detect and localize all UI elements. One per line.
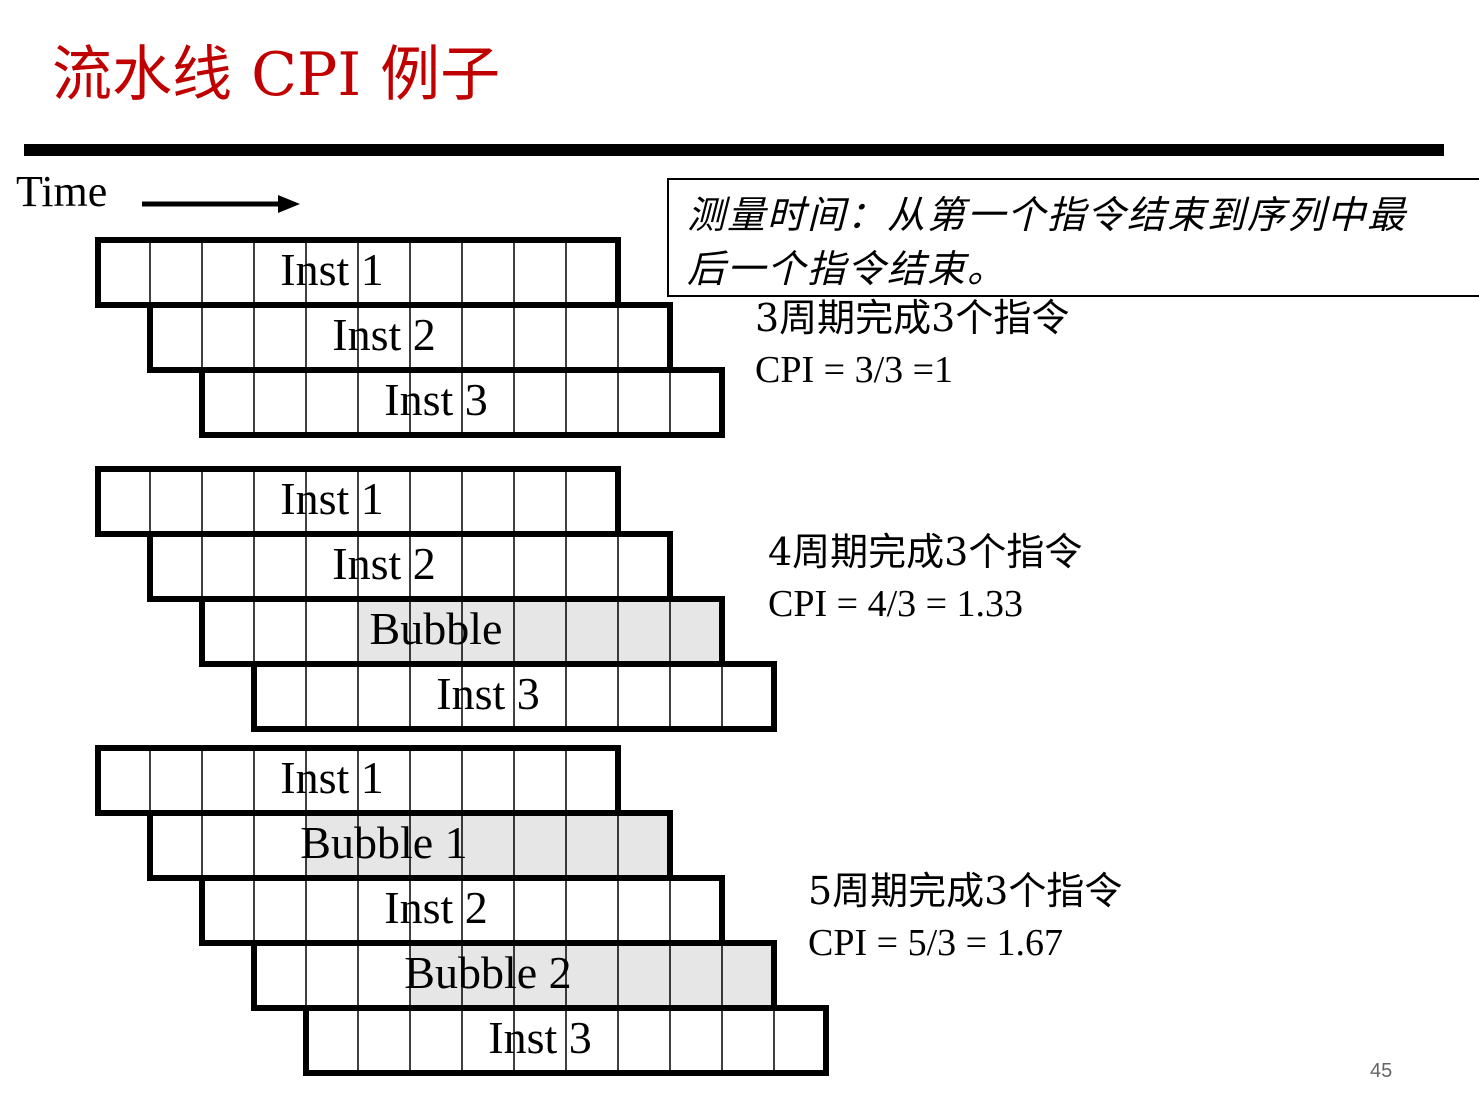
note-line-1: 测量时间：从第一个指令结束到序列中最 — [687, 193, 1408, 237]
row-label: Inst 1 — [280, 473, 384, 524]
cycles-text-2: 4周期完成3个指令 — [768, 530, 1083, 574]
instruction-row: Inst 3 — [303, 1005, 829, 1076]
bubble-row: Bubble 2 — [251, 940, 777, 1011]
row-label: Inst 3 — [436, 668, 540, 719]
cpi-formula-2: CPI = 4/3 = 1.33 — [768, 583, 1024, 625]
row-label: Inst 2 — [332, 309, 436, 360]
time-axis-label: Time — [16, 167, 108, 216]
instruction-row: Inst 1 — [95, 237, 621, 308]
bubble-row: Bubble 1 — [147, 810, 673, 881]
instruction-row: Inst 3 — [251, 661, 777, 732]
instruction-row: Inst 2 — [147, 531, 673, 602]
slide-title: 流水线 CPI 例子 — [52, 40, 501, 110]
instruction-row: Inst 2 — [147, 302, 673, 373]
row-label: Bubble — [370, 603, 503, 654]
cpi-summary-3: 5周期完成3个指令 CPI = 5/3 = 1.67 — [808, 865, 1122, 969]
page-number: 45 — [1370, 1060, 1393, 1082]
cpi-formula-1: CPI = 3/3 =1 — [755, 349, 954, 391]
row-border — [199, 367, 725, 438]
row-label: Inst 2 — [332, 538, 436, 589]
row-border — [303, 1005, 829, 1076]
time-arrow-icon — [142, 195, 300, 213]
bubble-row: Bubble — [199, 596, 725, 667]
instruction-row: Inst 1 — [95, 466, 621, 537]
cycles-text-1: 3周期完成3个指令 — [755, 296, 1070, 340]
row-label: Bubble 2 — [404, 947, 571, 998]
instruction-row: Inst 3 — [199, 367, 725, 438]
row-label: Inst 1 — [280, 752, 384, 803]
instruction-row: Inst 1 — [95, 745, 621, 816]
cpi-formula-3: CPI = 5/3 = 1.67 — [808, 922, 1064, 964]
row-label: Inst 1 — [280, 244, 384, 295]
row-label: Inst 2 — [384, 882, 488, 933]
note-line-2: 后一个指令结束。 — [687, 247, 1008, 291]
pipeline-block-3: Inst 1 Bubble 1 Inst 2 Bubble 2 Inst 3 — [95, 745, 829, 1076]
cpi-summary-2: 4周期完成3个指令 CPI = 4/3 = 1.33 — [768, 526, 1082, 630]
bubble-shading — [306, 813, 670, 878]
row-border — [251, 661, 777, 732]
cpi-summary-1: 3周期完成3个指令 CPI = 3/3 =1 — [755, 292, 1069, 396]
title-divider — [24, 144, 1444, 156]
cycles-text-3: 5周期完成3个指令 — [808, 869, 1123, 913]
row-label: Inst 3 — [384, 374, 488, 425]
pipeline-block-1: Inst 1 Inst 2 Inst 3 — [95, 237, 725, 438]
row-label: Inst 3 — [488, 1012, 592, 1063]
measurement-note: 测量时间：从第一个指令结束到序列中最 后一个指令结束。 — [667, 178, 1479, 297]
bubble-shading — [410, 943, 774, 1008]
instruction-row: Inst 2 — [199, 875, 725, 946]
row-label: Bubble 1 — [300, 817, 467, 868]
bubble-shading — [358, 599, 722, 664]
